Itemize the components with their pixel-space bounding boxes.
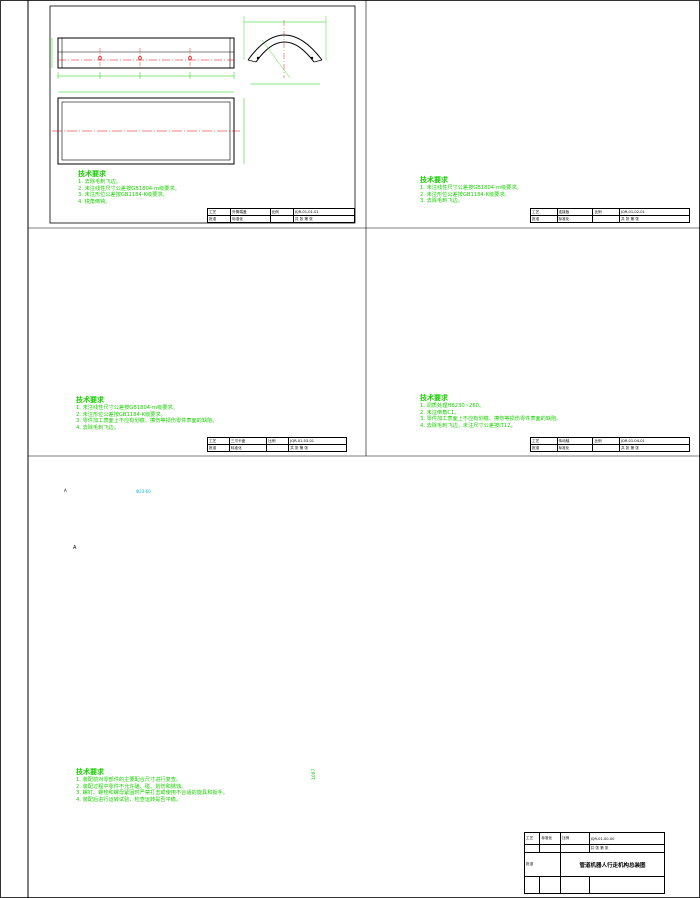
tb-drawing-code: JQR-01-04-01	[619, 437, 690, 445]
tb-part-name: 传动轴	[556, 437, 594, 445]
notes-heading: 技术要求	[420, 176, 448, 184]
tb-part-name: 三爪卡盘	[228, 437, 268, 445]
tb-cell: 比例	[560, 832, 590, 845]
tb-assembly-name: 管道机器人行走机构总装图	[560, 852, 665, 877]
note-line: 4. 去除毛刺飞边。	[76, 424, 119, 431]
notes-panel-1: 技术要求 1. 去除毛刺飞边。 2. 未注线性尺寸公差按GB1804-m级要求。…	[78, 170, 180, 205]
note-line: 3. 去除毛刺飞边。	[420, 198, 463, 205]
tb-part-name: 连接板	[556, 208, 594, 216]
note-line: 4. 装配后进行运转试验，检查运转是否平稳。	[76, 796, 182, 803]
notes-heading: 技术要求	[76, 396, 104, 404]
tb-cell: 比例	[592, 437, 620, 445]
datum-tag: A	[64, 488, 67, 493]
tb-cell: 共 张 第 张	[619, 444, 690, 452]
note-line: 3. 未注形位公差按GB1184-K级要求。	[78, 192, 168, 199]
tb-cell: 比例	[592, 208, 620, 216]
note-line: 1. 去除毛刺飞边。	[78, 179, 121, 185]
notes-heading: 技术要求	[78, 170, 106, 178]
tb-cell: 工艺	[207, 437, 230, 445]
datum-a-label: A	[73, 545, 77, 551]
tb-cell: 工艺	[523, 832, 541, 845]
note-line: 1. 未注线性尺寸公差按GB1804-m级要求。	[76, 405, 178, 411]
tb-drawing-code: JQR-01-02-01	[619, 208, 690, 216]
tb-drawing-code: JQR-01-01-01	[292, 208, 356, 216]
note-line: 2. 未注形位公差按GB1184-K级要求。	[420, 191, 510, 198]
note-line: 4. 锐角倒钝。	[78, 198, 111, 205]
note-line: 3. 零件加工表面上不应有划痕、擦伤等损伤零件表面的缺陷。	[76, 418, 218, 425]
tb-cell: 共 张 第 张	[288, 444, 347, 452]
notes-panel-4: 技术要求 1. 调质处理HB230~260。 2. 未注倒角C1。 3. 零件加…	[420, 394, 561, 429]
notes-heading: 技术要求	[76, 768, 104, 776]
note-line: 4. 去除毛刺飞边，未注尺寸公差按IT12。	[420, 422, 516, 429]
tb-cell: 批准	[207, 444, 230, 452]
note-line: 2. 未注形位公差按GB1184-K级要求。	[76, 411, 166, 418]
tb-cell: 共 张 第 张	[292, 215, 356, 223]
note-line: 3. 螺钉、螺栓和螺母紧固时严禁打击或使用不合适的旋具和扳手。	[76, 790, 228, 797]
tb-part-name: 外筒端盖	[230, 208, 271, 216]
note-line: 3. 零件加工表面上不应有划痕、擦伤等损伤零件表面的缺陷。	[420, 416, 562, 423]
tb-cell: 标准化	[556, 444, 594, 452]
note-line: 2. 装配过程中零件不允许磕、碰、划伤和锈蚀。	[76, 783, 187, 790]
tb-cell: 比例	[269, 208, 294, 216]
panel-1-drawing	[49, 5, 356, 224]
tb-cell: 共 张 第 张	[588, 844, 666, 853]
tb-cell: 批准	[530, 444, 558, 452]
tb-cell: 标准化	[539, 832, 562, 845]
note-line: 1. 未注线性尺寸公差按GB1804-m级要求。	[420, 185, 522, 191]
note-line: 1. 调质处理HB230~260。	[420, 403, 485, 409]
note-line: 2. 未注线性尺寸公差按GB1804-m级要求。	[78, 185, 180, 192]
tb-cell: 批准	[206, 215, 232, 223]
notes-panel-3: 技术要求 1. 未注线性尺寸公差按GB1804-m级要求。 2. 未注形位公差按…	[76, 396, 217, 431]
notes-heading: 技术要求	[420, 394, 448, 402]
tb-cell: 批准	[523, 852, 562, 877]
tb-cell: 工艺	[530, 437, 558, 445]
tb-cell: 批准	[530, 215, 558, 223]
overall-height-dimension: 1087	[312, 768, 317, 780]
tb-cell: 标准化	[228, 444, 268, 452]
notes-panel-2: 技术要求 1. 未注线性尺寸公差按GB1804-m级要求。 2. 未注形位公差按…	[420, 176, 522, 205]
note-line: 2. 未注倒角C1。	[420, 409, 460, 416]
tb-cell: 共 张 第 张	[619, 215, 690, 223]
tb-drawing-code: JQR-01-03-01	[288, 437, 347, 445]
tb-drawing-code: JQR-01-00-00	[588, 832, 666, 845]
blue-dimension-tag: Φ23-60	[136, 488, 151, 494]
tb-cell: 工艺	[206, 208, 232, 216]
note-line: 1. 装配前对零部件的主要配合尺寸进行复查。	[76, 777, 182, 783]
notes-panel-5: 技术要求 1. 装配前对零部件的主要配合尺寸进行复查。 2. 装配过程中零件不允…	[76, 768, 228, 803]
tb-cell: 工艺	[530, 208, 558, 216]
tb-cell: 标准化	[556, 215, 594, 223]
tb-cell: 标准化	[230, 215, 271, 223]
tb-cell: 比例	[266, 437, 290, 445]
